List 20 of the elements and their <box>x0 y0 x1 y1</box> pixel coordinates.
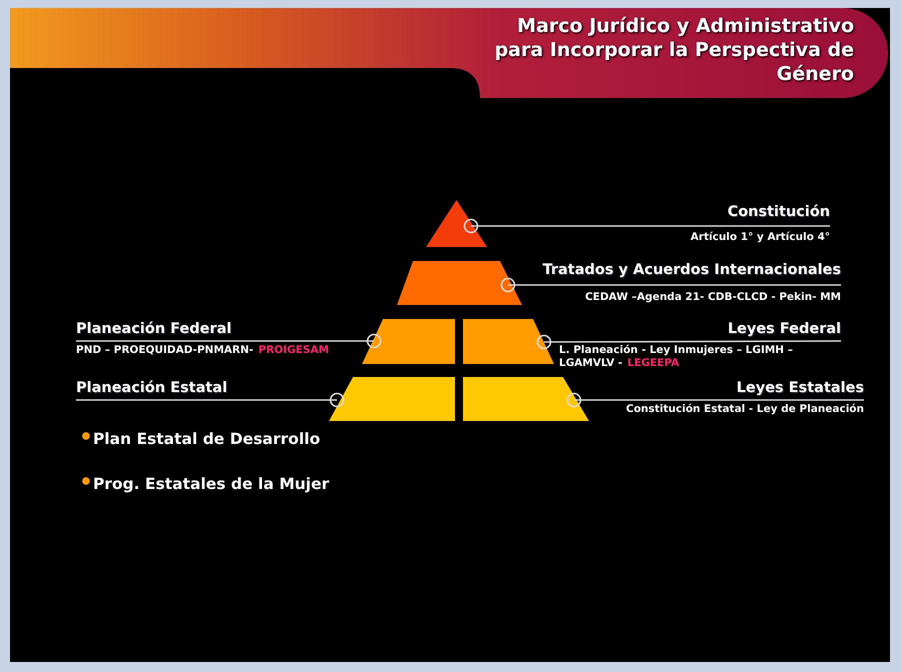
leader-line <box>76 334 382 348</box>
level-heading: Planeación Federal <box>76 320 232 338</box>
level-heading: Leyes Federal <box>726 320 841 338</box>
level-heading: Leyes Estatales <box>736 379 864 397</box>
title: Marco Jurídico y Administrativo para Incorporar la Perspectiva de Género <box>494 14 854 86</box>
leader-line <box>566 392 864 408</box>
level-description: L. Planeación - Ley Inmujeres – LGIMH – LGAMVLV - LEGEEPA <box>559 344 794 370</box>
level-description: CEDAW –Agenda 21- CDB-CLCD - Pekin- MM <box>584 291 841 304</box>
level-heading: Constitución <box>726 203 830 221</box>
leader-line <box>500 278 841 292</box>
level-heading: Tratados y Acuerdos Internacionales <box>542 261 841 279</box>
bullet-item: Prog. Estatales de la Mujer <box>82 475 330 493</box>
level-heading: Planeación Estatal <box>76 379 228 397</box>
level-description: Constitución Estatal - Ley de Planeación <box>626 403 864 416</box>
pyramid-segment <box>329 377 455 421</box>
level-description: Artículo 1° y Artículo 4° <box>690 231 830 244</box>
leader-line <box>76 392 344 408</box>
leader-line <box>536 334 841 350</box>
leader-line <box>464 218 830 234</box>
level-description: PND – PROEQUIDAD-PNMARN- PROIGESAM <box>76 344 329 357</box>
